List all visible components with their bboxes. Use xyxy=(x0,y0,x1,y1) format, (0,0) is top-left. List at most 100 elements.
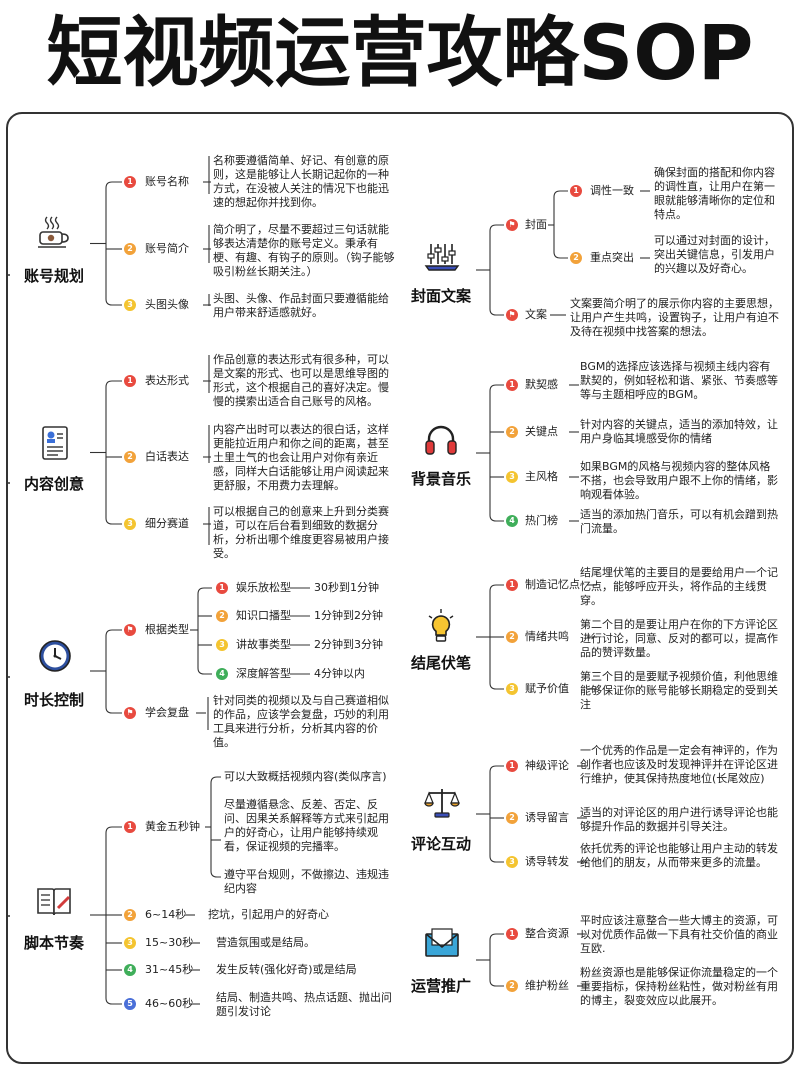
branch-label: 账号名称 xyxy=(145,175,189,188)
flag-icon: ⚑ xyxy=(124,624,136,636)
branch-text: 一个优秀的作品是一定会有神评的，作为创作者也应该及时发现神评并在评论区进行维护，… xyxy=(580,744,778,785)
sub-label: 深度解答型 xyxy=(236,667,291,680)
lightbulb-icon xyxy=(428,609,454,642)
branch-text: 结尾埋伏笔的主要目的是要给用户一个记忆点，能够呼应开头，将作品的主线贯穿。 xyxy=(580,566,778,607)
sub-label: 调性一致 xyxy=(590,184,634,197)
flag-icon: ⚑ xyxy=(506,219,518,231)
number-badge: 4 xyxy=(216,668,228,680)
number-badge: 5 xyxy=(124,998,136,1010)
sub-label: 娱乐放松型 xyxy=(236,581,291,594)
number-badge: 1 xyxy=(506,760,518,772)
branch-text: 发生反转(强化好奇)或是结局 xyxy=(216,963,357,976)
number-badge: 2 xyxy=(506,980,518,992)
section-title-comment: 评论互动 xyxy=(411,835,472,853)
branch-label: 关键点 xyxy=(525,425,558,438)
number-badge: 2 xyxy=(124,243,136,255)
page-title: 短视频运营攻略SOP xyxy=(46,8,754,97)
branch-text: 尽量遵循悬念、反差、否定、反问、因果关系解释等方式来引起用户的好奇心，让用户能够… xyxy=(224,798,389,853)
number-badge: 3 xyxy=(506,471,518,483)
sub-label: 重点突出 xyxy=(590,251,634,264)
section-title-ending: 结尾伏笔 xyxy=(411,654,472,672)
branch-label: 文案 xyxy=(525,308,547,321)
sub-value: 30秒到1分钟 xyxy=(314,581,379,594)
number-badge: 1 xyxy=(506,379,518,391)
number-badge: 4 xyxy=(124,964,136,976)
bullet-dot xyxy=(8,915,10,917)
section-title-script: 脚本节奏 xyxy=(24,934,85,952)
scales-icon xyxy=(424,789,460,818)
section-title-cover: 封面文案 xyxy=(411,287,472,305)
branch-label: 白话表达 xyxy=(145,450,189,463)
branch-text: 适当的添加热门音乐，可以有机会蹭到热门流量。 xyxy=(580,508,778,535)
branch-label: 头图头像 xyxy=(145,298,189,311)
branch-label: 6~14秒 xyxy=(145,908,187,921)
branch-text: 可以根据自己的创意来上升到分类赛道，可以在后台看到细致的数据分析，分析出哪个维度… xyxy=(213,505,389,560)
branch-label: 整合资源 xyxy=(525,927,569,940)
branch-label: 封面 xyxy=(525,218,547,231)
branch-text: 针对内容的关键点，适当的添加特效，让用户身临其境感受你的情绪 xyxy=(580,418,778,445)
branch-text: 第二个目的是要让用户在你的下方评论区进行讨论，同意、反对的都可以，提高作品的赞评… xyxy=(580,618,778,659)
branch-label: 学会复盘 xyxy=(145,706,189,719)
branch-text: 名称要遵循简单、好记、有创意的原则，这是能够让人长期记起你的一种方式，在没被人关… xyxy=(213,154,389,209)
number-badge: 2 xyxy=(506,426,518,438)
notebook-icon xyxy=(37,888,71,916)
coffee-cup-icon xyxy=(38,216,69,248)
branch-label: 神级评论 xyxy=(525,759,569,772)
branch-text: 可以通过对封面的设计，突出关键信息，引发用户的兴趣以及好奇心。 xyxy=(654,234,775,275)
sub-label: 讲故事类型 xyxy=(236,638,291,651)
branch-text: 针对同类的视频以及与自己赛道相似的作品，应该学会复盘，巧妙的利用工具来进行分析，… xyxy=(213,694,389,749)
branch-text: 简介明了，尽量不要超过三句话就能够表达清楚你的账号定义。秉承有梗、有趣、有钩子的… xyxy=(213,223,395,278)
branch-label: 制造记忆点 xyxy=(525,578,580,591)
branch-text: 营造氛围或是结局。 xyxy=(216,936,315,949)
bullet-dot xyxy=(8,676,10,678)
branch-label: 黄金五秒钟 xyxy=(145,820,200,833)
branch-text: 头图、头像、作品封面只要遵循能给用户带来舒适感就好。 xyxy=(213,292,389,319)
branch-text: 作品创意的表达形式有很多种，可以是文案的形式、也可以是思维导图的形式，这个根据自… xyxy=(213,353,389,408)
number-badge: 1 xyxy=(506,928,518,940)
section-title-duration: 时长控制 xyxy=(24,691,85,709)
number-badge: 1 xyxy=(124,375,136,387)
bullet-dot xyxy=(8,274,10,276)
branch-text: 平时应该注意整合一些大博主的资源，可以对优质作品做一下具有社交价值的商业互欧. xyxy=(580,914,778,955)
number-badge: 3 xyxy=(216,639,228,651)
number-badge: 2 xyxy=(216,610,228,622)
branch-label: 主风格 xyxy=(525,470,558,483)
branch-text: 挖坑，引起用户的好奇心 xyxy=(208,908,329,921)
branch-text: 可以大致概括视频内容(类似序言) xyxy=(224,770,387,783)
section-title-content: 内容创意 xyxy=(24,475,85,493)
branch-label: 根据类型 xyxy=(145,623,189,636)
sub-value: 4分钟以内 xyxy=(314,667,365,680)
branch-label: 账号简介 xyxy=(145,242,189,255)
number-badge: 3 xyxy=(124,937,136,949)
branch-label: 热门榜 xyxy=(525,514,558,527)
branch-text: 依托优秀的评论也能够让用户主动的转发给他们的朋友，从而带来更多的流量。 xyxy=(580,842,778,869)
number-badge: 1 xyxy=(124,176,136,188)
branch-text: 确保封面的搭配和你内容的调性直，让用户在第一眼就能够清晰你的定位和特点。 xyxy=(654,166,775,221)
section-title-music: 背景音乐 xyxy=(411,470,472,488)
flag-icon: ⚑ xyxy=(124,707,136,719)
branch-text: 适当的对评论区的用户进行诱导评论也能够提升作品的数据并引导关注。 xyxy=(580,806,778,833)
number-badge: 1 xyxy=(506,579,518,591)
envelope-icon xyxy=(425,928,459,957)
number-badge: 1 xyxy=(124,821,136,833)
branch-text: 粉丝资源也是能够保证你流量稳定的一个重要指标，保持粉丝粘性，做对粉丝有用的博主，… xyxy=(580,966,778,1007)
sub-value: 2分钟到3分钟 xyxy=(314,638,383,651)
number-badge: 2 xyxy=(506,631,518,643)
sub-value: 1分钟到2分钟 xyxy=(314,609,383,622)
branch-text: 遵守平台规则，不做擦边、违规违纪内容 xyxy=(224,868,389,895)
branch-label: 默契感 xyxy=(525,378,558,391)
clock-icon xyxy=(39,640,71,672)
branch-label: 诱导转发 xyxy=(525,855,569,868)
number-badge: 1 xyxy=(216,582,228,594)
branch-label: 赋予价值 xyxy=(525,682,569,695)
number-badge: 3 xyxy=(506,856,518,868)
document-icon xyxy=(42,426,68,460)
mindmap-frame xyxy=(6,112,794,1064)
number-badge: 1 xyxy=(570,185,582,197)
sub-label: 知识口播型 xyxy=(236,609,291,622)
number-badge: 3 xyxy=(506,683,518,695)
branch-text: 内容产出时可以表达的很白话，这样更能拉近用户和你之间的距离，甚至土里土气的也会让… xyxy=(213,423,389,492)
branch-text: BGM的选择应该选择与视频主线内容有默契的，例如轻松和谐、紧张、节奏感等等与主题… xyxy=(580,360,778,401)
number-badge: 2 xyxy=(124,451,136,463)
